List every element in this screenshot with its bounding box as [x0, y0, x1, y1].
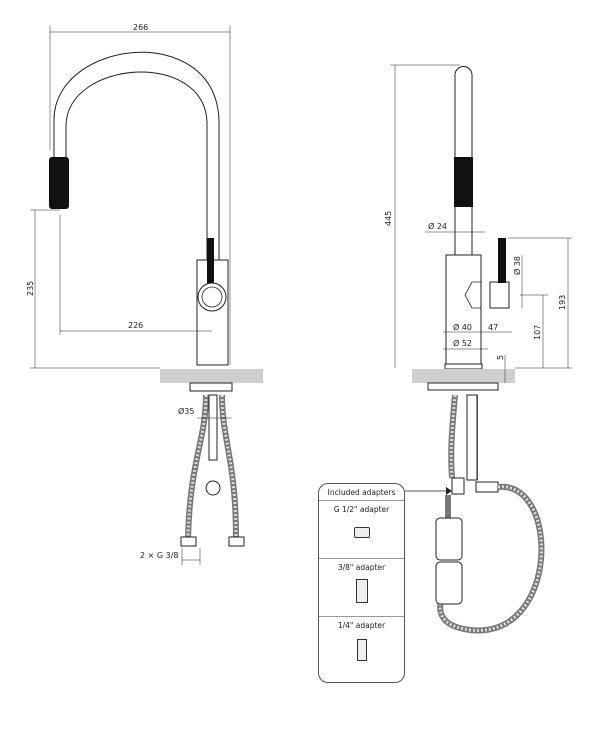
dim-height-label: 235: [26, 281, 35, 296]
spray-head: [49, 157, 69, 209]
dim-total-height-label: 445: [384, 211, 393, 226]
adapter-label: 1/4" adapter: [337, 621, 386, 630]
countertop: [160, 369, 263, 383]
side-handle-lever: [498, 238, 506, 283]
handle-lever: [207, 238, 214, 288]
side-faucet-body: [445, 254, 482, 366]
dim-handle-height-label: 107: [533, 325, 542, 340]
adapter-three-eighths-icon: [356, 579, 368, 603]
dim-base-label: Ø 52: [453, 338, 472, 348]
weight-upper: [435, 517, 463, 561]
adapter-label: 3/8" adapter: [337, 563, 386, 572]
dim-reach-label: 226: [128, 321, 143, 330]
gooseneck-spout: [53, 51, 220, 263]
adapter-quarter-inch-icon: [357, 639, 367, 661]
connector-right: [228, 536, 245, 547]
side-view: 445 Ø 24 Ø 38 Ø 40 47 Ø 52 5 107 193: [384, 64, 572, 634]
dim-connections-label: 2 × G 3/8: [140, 551, 179, 560]
adapter-label: G 1/2" adapter: [333, 505, 390, 514]
dim-lever-height-label: 193: [558, 295, 567, 310]
adapter-item: 1/4" adapter: [319, 617, 404, 675]
side-countertop: [412, 369, 515, 383]
front-view: 266 235 226 Ø35 2 × G 3/8: [26, 23, 263, 565]
adapter-item: G 1/2" adapter: [319, 501, 404, 559]
weight-lower: [435, 561, 463, 605]
shutoff-valve: [205, 480, 221, 496]
handle-cylinder: [489, 281, 510, 309]
dim-handle-offset-label: 47: [488, 323, 498, 332]
adapters-title: Included adapters: [319, 484, 404, 501]
included-adapters-panel: Included adapters G 1/2" adapter 3/8" ad…: [318, 483, 405, 683]
adapter-item: 3/8" adapter: [319, 559, 404, 617]
connector-left: [180, 536, 197, 547]
tube-grip: [454, 157, 473, 207]
dim-width-label: 266: [133, 23, 148, 32]
dim-tube-label: Ø 24: [428, 221, 447, 231]
dim-handle-label: Ø 38: [512, 256, 522, 275]
dim-body-label: Ø 40: [453, 322, 472, 332]
adapter-half-inch-icon: [354, 527, 370, 538]
dim-base-thickness-label: 5: [496, 355, 505, 360]
tee-valve: [451, 477, 465, 495]
dim-hole-label: Ø35: [178, 406, 194, 416]
